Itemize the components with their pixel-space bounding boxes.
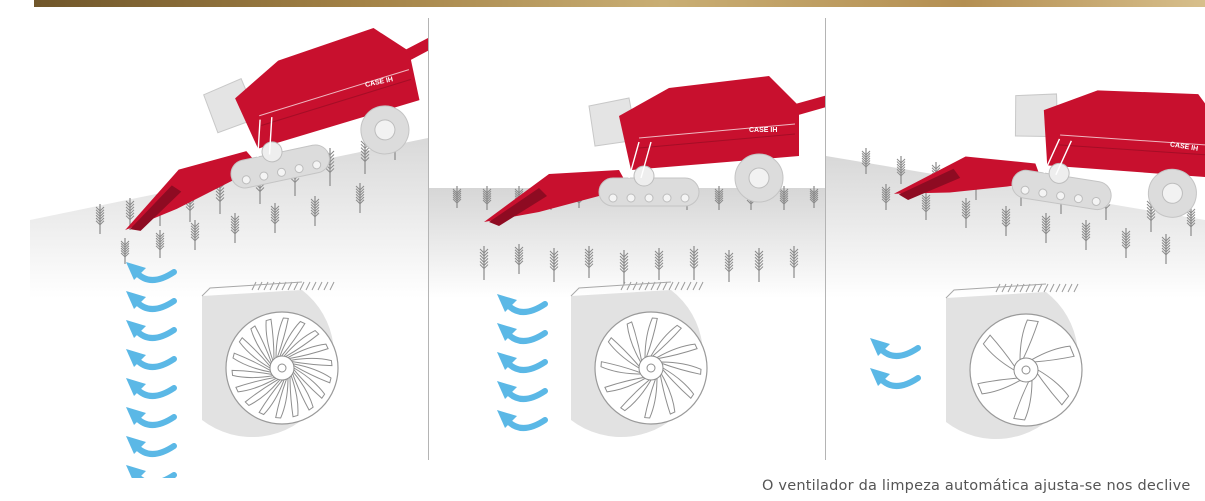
header-image-strip (0, 0, 1205, 7)
panel-uphill-illustration: CASE IH (30, 8, 428, 478)
brand-logo: CASE IH (749, 127, 777, 134)
airflow-arrow (126, 436, 174, 454)
airflow-arrow (126, 407, 174, 425)
airflow-arrows (870, 338, 918, 386)
harvester-body-panel (619, 76, 799, 170)
airflow-arrow (126, 378, 174, 396)
caption-text: O ventilador da limpeza automática ajust… (762, 478, 1205, 500)
cleaning-fan (202, 282, 338, 437)
panel-level: CASE IH (429, 8, 825, 478)
panel-uphill: CASE IH (30, 8, 428, 478)
airflow-arrow (870, 368, 918, 386)
panel-downhill-illustration: CASE IH (826, 8, 1205, 478)
airflow-arrow (497, 352, 545, 370)
panel-downhill: CASE IH (826, 8, 1205, 478)
airflow-arrow (497, 323, 545, 341)
airflow-arrow (126, 320, 174, 338)
airflow-arrow (497, 410, 545, 428)
airflow-arrow (126, 465, 174, 478)
airflow-arrow (870, 338, 918, 356)
panel-level-illustration: CASE IH (429, 8, 825, 478)
airflow-arrow (497, 381, 545, 399)
cleaning-fan (571, 282, 707, 437)
airflow-arrows (497, 294, 545, 428)
airflow-arrow (126, 349, 174, 367)
cleaning-fan (946, 284, 1082, 439)
